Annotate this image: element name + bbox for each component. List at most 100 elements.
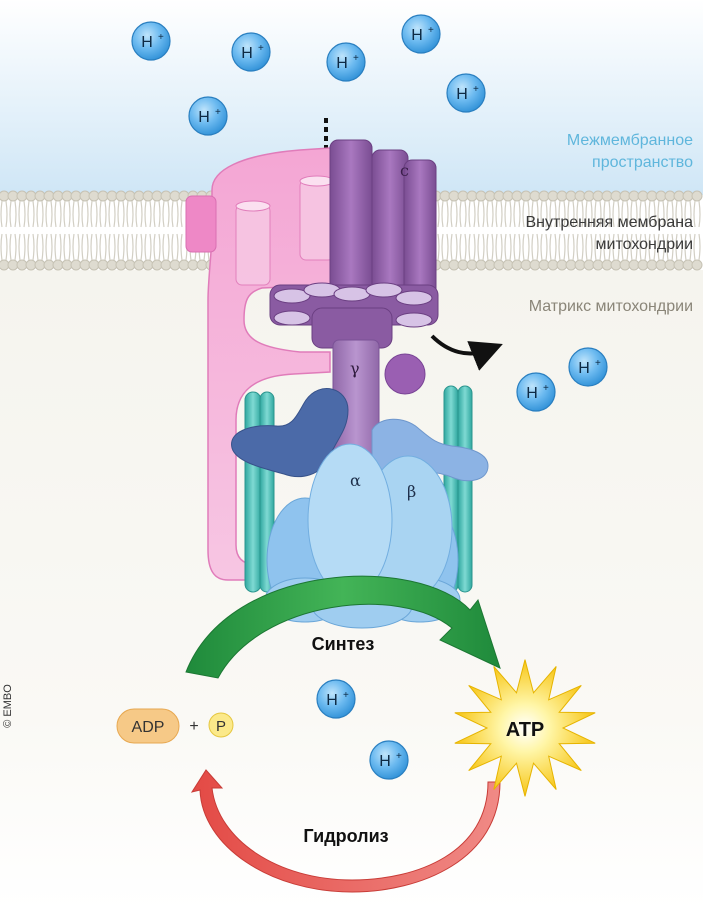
lipid-tail [549,200,557,228]
lipid-tail [504,200,512,228]
lipid-tail [540,233,548,261]
lipid-tail [612,233,620,261]
proton-circle [369,740,409,780]
alpha-label: α [350,471,361,490]
adp-pill [116,708,180,744]
lipid-tail [594,233,602,261]
lipid-tail [99,200,107,228]
inner-membrane-label: Внутренняя мембрана митохондрии [526,212,694,256]
proton-circle [568,347,608,387]
proton-charge: + [473,84,479,95]
c-ring-label: c [400,161,409,180]
lipid-tail [693,233,701,261]
lipid-tail [603,200,611,228]
intermembrane-line-1: Межмембранное [566,132,693,149]
phosphate-label: P [216,718,226,735]
lipid-tail [495,233,503,261]
inner-membrane-line-1: Внутренняя мембрана [525,214,694,231]
lipid-tail [126,233,134,261]
lipid-tail [648,233,656,261]
lipid-tail [135,233,143,261]
proton: H+ [401,14,441,54]
proton-symbol: H [198,109,210,126]
lipid-tail [468,233,476,261]
lipid-tail [639,233,647,261]
lipid-tail [657,233,665,261]
proton: H+ [316,679,356,719]
lipid-tail [621,233,629,261]
lipid-tail [504,233,512,261]
proton-charge: + [396,751,402,762]
lipid-tail [585,233,593,261]
lipid-tail [459,233,467,261]
lipid-tail [45,200,53,228]
lipid-tail [621,200,629,228]
lipid-tail [576,233,584,261]
lipid-tail [486,200,494,228]
lipid-tail [153,200,161,228]
lipid-tail [666,233,674,261]
lipid-tail [72,233,80,261]
lipid-tail [603,233,611,261]
lipid-tail [117,200,125,228]
lipid-tail [513,200,521,228]
adp-label: ADP [132,719,165,736]
lipid-tail [108,200,116,228]
proton-circle [316,679,356,719]
lipid-tail [693,200,701,228]
lipid-tail [441,233,449,261]
proton-charge: + [543,383,549,394]
lipid-tail [0,200,8,228]
lipid-tail [9,200,17,228]
lipid-tail [63,200,71,228]
proton: H+ [188,96,228,136]
lipid-tail [171,200,179,228]
lipid-tail [63,233,71,261]
lipid-tail [135,200,143,228]
plus-sign: + [189,718,198,735]
lipid-tail [558,200,566,228]
proton-circle [188,96,228,136]
lipid-tail [99,233,107,261]
proton: H+ [446,73,486,113]
lipid-tail [612,200,620,228]
lipid-tail [144,233,152,261]
proton-circle [131,21,171,61]
lipid-tail [486,233,494,261]
proton-charge: + [215,107,221,118]
lipid-tail [477,200,485,228]
lipid-tail [0,233,8,261]
lipid-tail [18,200,26,228]
lipid-tail [477,233,485,261]
intermembrane-space-label: Межмембранное пространство [567,130,693,174]
proton-circle [231,32,271,72]
gamma-label: γ [350,359,360,378]
lipid-tail [81,233,89,261]
lipid-tail [666,200,674,228]
proton-circle [446,73,486,113]
proton: H+ [131,21,171,61]
lipid-tail [630,200,638,228]
lipid-tail [90,233,98,261]
c-ring [269,139,439,349]
proton: H+ [369,740,409,780]
lipid-tail [45,233,53,261]
proton-charge: + [595,358,601,369]
lipid-tail [18,233,26,261]
lipid-head [691,190,703,202]
lipid-tail [450,233,458,261]
proton-symbol: H [326,692,338,709]
lipid-tail [90,200,98,228]
lipid-tail [630,233,638,261]
lipid-tail [585,200,593,228]
delta-subunit [231,388,349,478]
lipid-tail [171,233,179,261]
lipid-head [691,259,703,271]
lipid-tail [675,200,683,228]
lipid-tail [450,200,458,228]
matrix-label: Матрикс митохондрии [528,298,693,315]
lipid-tail [81,200,89,228]
proton-symbol: H [456,86,468,103]
lipid-tail [495,200,503,228]
lipid-tail [531,200,539,228]
